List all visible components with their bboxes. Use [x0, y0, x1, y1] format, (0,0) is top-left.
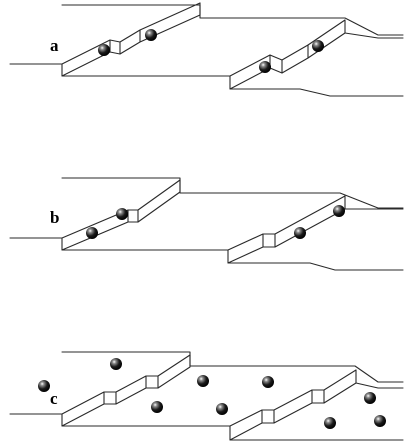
panel-a: a — [9, 2, 404, 97]
step-edge-left — [61, 2, 201, 65]
atom — [151, 401, 163, 413]
atom — [312, 40, 324, 52]
step-face-left — [61, 354, 191, 427]
step-edge-right — [227, 195, 346, 251]
terrace-line — [61, 351, 404, 383]
ground-right — [229, 32, 404, 97]
step-face-right — [229, 369, 357, 441]
terrace-line — [61, 177, 404, 209]
step-face-left — [61, 2, 201, 77]
ground-right — [229, 382, 404, 441]
ground-right — [227, 208, 404, 271]
atom — [294, 227, 306, 239]
atom — [324, 417, 336, 429]
atom — [38, 380, 50, 392]
terrace-line — [61, 4, 404, 36]
step-edge-right — [229, 19, 346, 77]
atom — [145, 29, 157, 41]
atom — [110, 358, 122, 370]
step-edge-left — [61, 354, 191, 415]
ground-left — [9, 237, 229, 251]
atom — [98, 44, 110, 56]
step-edge-right — [229, 369, 357, 427]
atom — [216, 403, 228, 415]
ground-left — [9, 63, 231, 77]
panel-label: c — [50, 389, 58, 408]
panel-label: a — [50, 36, 59, 55]
atom — [262, 376, 274, 388]
atom — [364, 392, 376, 404]
atom — [374, 415, 386, 427]
panel-c: c — [9, 351, 404, 441]
atom — [116, 208, 128, 220]
atom — [259, 61, 271, 73]
ground-left — [9, 413, 231, 427]
step-face-right — [229, 19, 346, 90]
atom — [197, 375, 209, 387]
atom — [86, 227, 98, 239]
panel-b: b — [9, 177, 404, 271]
panel-label: b — [50, 208, 59, 227]
atom — [333, 205, 345, 217]
step-edge-left — [61, 179, 181, 239]
